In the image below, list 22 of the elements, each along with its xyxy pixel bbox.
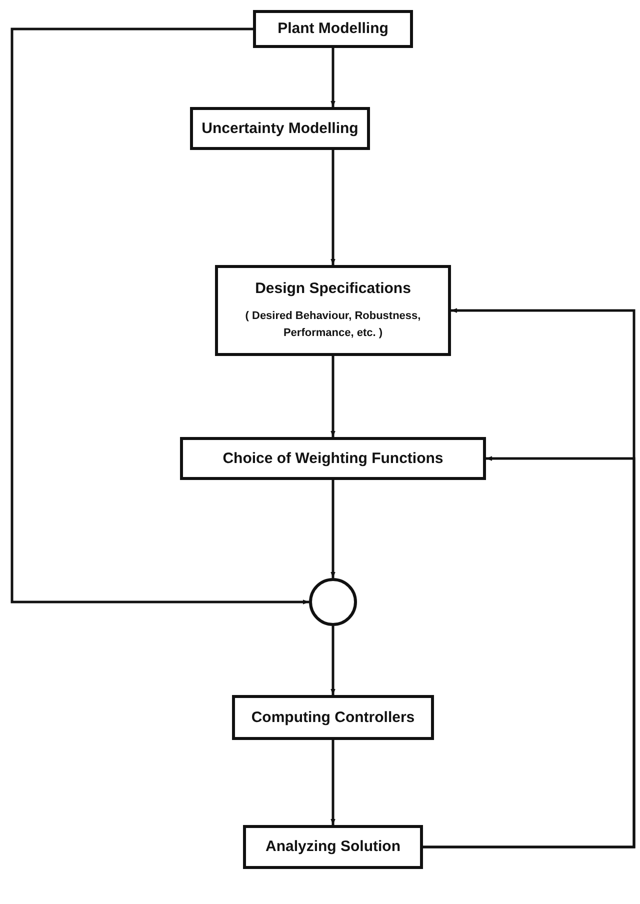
process-box	[215, 265, 451, 356]
arrow	[330, 150, 336, 265]
box-title: Design Specifications	[255, 280, 411, 298]
process-box	[253, 10, 413, 48]
arrow	[330, 626, 336, 695]
arrow	[10, 28, 309, 604]
process-box	[180, 437, 486, 480]
arrow	[423, 456, 636, 848]
process-box	[232, 695, 434, 740]
box-title: Plant Modelling	[278, 20, 388, 38]
box-title: Computing Controllers	[251, 708, 415, 726]
arrow	[330, 48, 336, 107]
arrow	[330, 356, 336, 437]
arrow	[330, 740, 336, 825]
junction-circle	[309, 578, 357, 626]
process-box	[190, 107, 370, 150]
arrow	[330, 480, 336, 578]
process-box	[243, 825, 423, 869]
box-title: Analyzing Solution	[266, 838, 400, 856]
box-title: Choice of Weighting Functions	[222, 450, 444, 468]
box-note: ( Desired Behaviour, Robustness, Performance, etc. )	[244, 309, 422, 340]
box-title: Uncertainty Modelling	[202, 120, 358, 138]
